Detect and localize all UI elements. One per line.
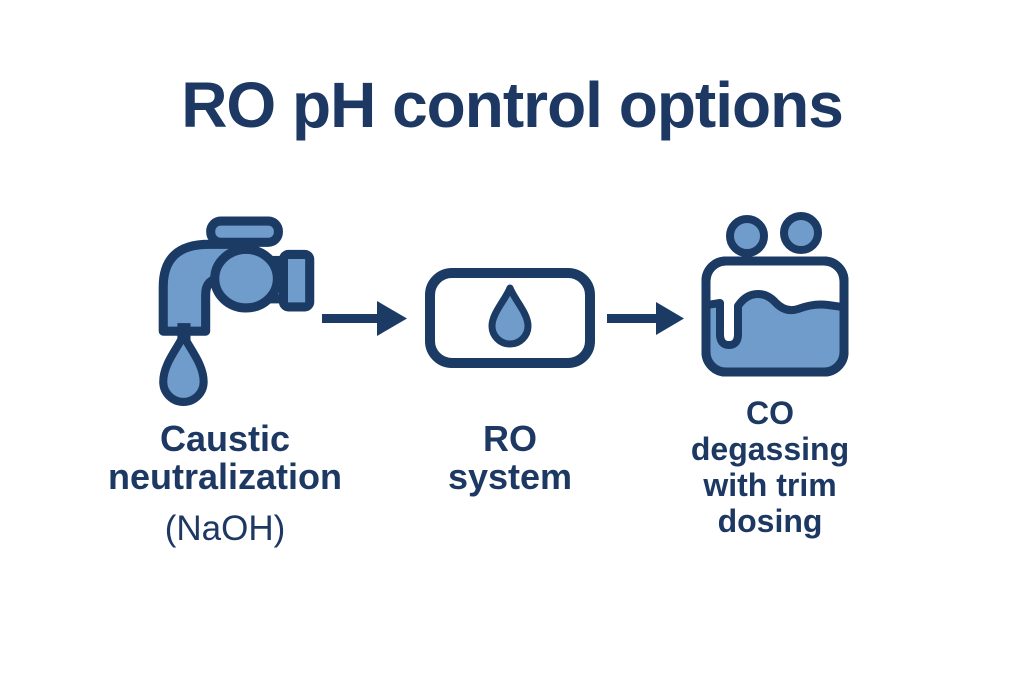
label-line: degassing xyxy=(690,431,850,467)
degassing-tank-icon xyxy=(701,212,849,377)
right-arrow-icon xyxy=(322,301,407,336)
label-chemical-formula: (NaOH) xyxy=(164,509,286,548)
label-line: RO xyxy=(483,418,537,459)
label-line: with trim xyxy=(703,467,837,503)
label-caustic-neutralization: Caustic neutralization (NaOH) xyxy=(65,420,385,549)
label-co2-degassing: CO degassing with trim dosing xyxy=(650,395,890,539)
label-line: neutralization xyxy=(107,456,343,497)
faucet-drip-icon xyxy=(158,216,315,406)
water-drop-box-icon xyxy=(425,268,595,368)
right-arrow-icon xyxy=(607,302,684,335)
label-line: system xyxy=(447,456,573,497)
label-line: Caustic xyxy=(159,418,291,459)
label-ro-system: RO system xyxy=(410,420,610,496)
label-line: CO xyxy=(746,395,794,431)
label-line: dosing xyxy=(717,503,823,539)
page-title: RO pH control options xyxy=(181,69,844,141)
